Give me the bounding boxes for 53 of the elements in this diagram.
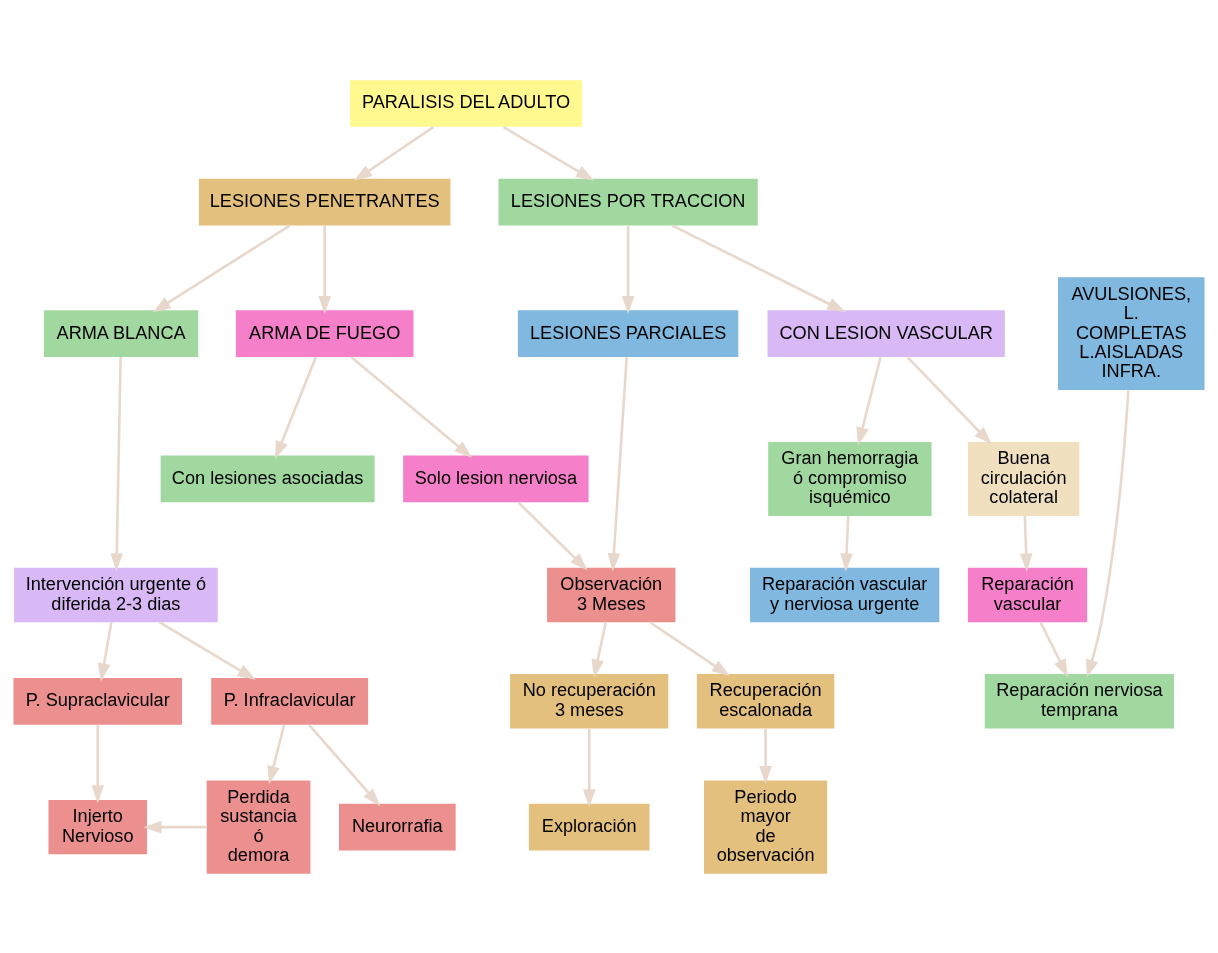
node-box: Buena circulación colateral [967,441,1080,516]
node-box: ARMA DE FUEGO [235,309,414,357]
arrow [1039,621,1069,677]
arrow [97,621,113,682]
arrow [267,724,286,784]
node-box: LESIONES PENETRANTES [198,178,451,225]
arrow [621,225,635,314]
node-box: P. Supraclavicular [13,677,183,725]
arrow [591,621,607,678]
arrow [110,356,124,571]
arrow [1019,515,1033,572]
node-box: P. Infraclavicular [211,677,369,725]
node-box: Reparación vascular [967,567,1088,622]
node-box: Con lesiones asociadas [160,455,375,502]
node-box: CON LESION VASCULAR [767,309,1005,357]
node-box: Recuperación escalonada [696,673,835,729]
arrow [318,225,332,314]
node-box: ARMA BLANCA [43,309,199,357]
node-box: Injerto Nervioso [48,799,147,854]
arrow [517,501,588,570]
arrow [649,620,730,676]
arrow [350,355,473,458]
node-box: Solo lesion nerviosa [403,455,589,502]
arrow [759,728,772,784]
arrow [143,820,207,833]
arrow [840,515,853,572]
node-box: Perdida sustancia ó demora [206,779,311,874]
node-box: LESIONES POR TRACCION [498,178,758,225]
node-box: No recuperación 3 meses [510,673,669,729]
arrow [906,355,992,444]
node-box: Neurorrafia [338,803,456,850]
node-box: PARALISIS DEL ADULTO [349,79,583,127]
arrow [856,356,882,445]
node-box: Periodo mayor de observación [704,779,828,874]
node-box: AVULSIONES, L. COMPLETAS L.AISLADAS INFRA. [1058,276,1205,390]
node-box: Exploración [528,803,650,850]
arrow [354,125,434,181]
arrow [502,125,595,181]
node-box: Reparación nerviosa temprana [984,673,1175,729]
arrow [152,223,291,312]
node-box: LESIONES PARCIALES [517,309,739,357]
node-box: Observación 3 Meses [547,567,676,622]
node-box: Intervención urgente ó diferida 2-3 dias [14,567,218,622]
arrow [671,223,846,312]
arrow [91,724,105,803]
arrow [1086,389,1130,678]
node-box: Reparación vascular y nerviosa urgente [750,567,940,622]
arrow [275,356,317,459]
arrow [607,356,628,571]
arrow [308,723,381,806]
node-box: Gran hemorragia ó compromiso isquémico [768,441,932,516]
arrow [159,620,256,680]
arrow [582,728,596,807]
